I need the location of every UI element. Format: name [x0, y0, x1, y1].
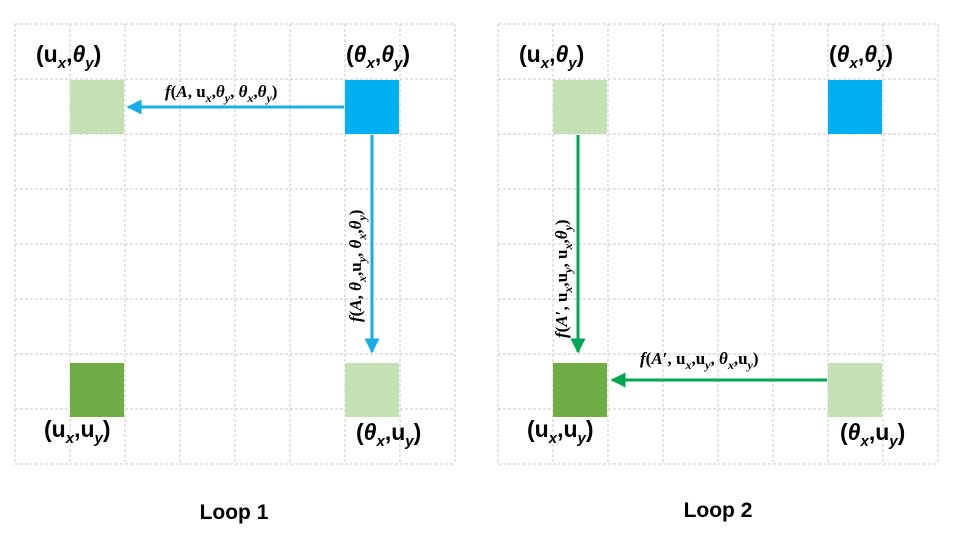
- loop1-cell-top-right: [345, 80, 399, 134]
- loop2-label-bottom-right: (θx,uy): [840, 419, 905, 450]
- loop2-horizontal-arrow-label: f(A′, ux,uy, θx,uy): [640, 349, 759, 372]
- loop1-cell-bottom-right: [345, 363, 399, 417]
- loop1-title: Loop 1: [200, 501, 269, 524]
- loop1-label-top-left: (ux,θy): [36, 41, 101, 72]
- loop1-panel: (ux,θy) (θx,θy) (ux,uy) (θx,uy) f(A, ux,…: [14, 23, 456, 524]
- loop2-title: Loop 2: [684, 499, 753, 522]
- loop1-label-bottom-right: (θx,uy): [356, 419, 421, 450]
- loop1-label-bottom-left: (ux,uy): [44, 416, 111, 447]
- loop2-label-top-left: (ux,θy): [519, 41, 584, 72]
- loop2-cell-bottom-right: [828, 363, 882, 417]
- loop2-cell-bottom-left: [553, 363, 607, 417]
- loop2-label-bottom-left: (ux,uy): [527, 416, 594, 447]
- loop1-vertical-arrow-label: f(A, θx,uy, θx,θy): [346, 210, 369, 322]
- loop2-cell-top-left: [553, 80, 607, 134]
- loop1-cell-top-left: [70, 80, 124, 134]
- loop2-vertical-arrow-label: f(A′, ux,uy, ux,θy): [552, 219, 575, 338]
- loop1-horizontal-arrow-label: f(A, ux,θy, θx,θy): [165, 82, 277, 105]
- loop2-panel: (ux,θy) (θx,θy) (ux,uy) (θx,uy) f(A′, ux…: [497, 23, 939, 522]
- loop2-cell-top-right: [828, 80, 882, 134]
- loop1-cell-bottom-left: [70, 363, 124, 417]
